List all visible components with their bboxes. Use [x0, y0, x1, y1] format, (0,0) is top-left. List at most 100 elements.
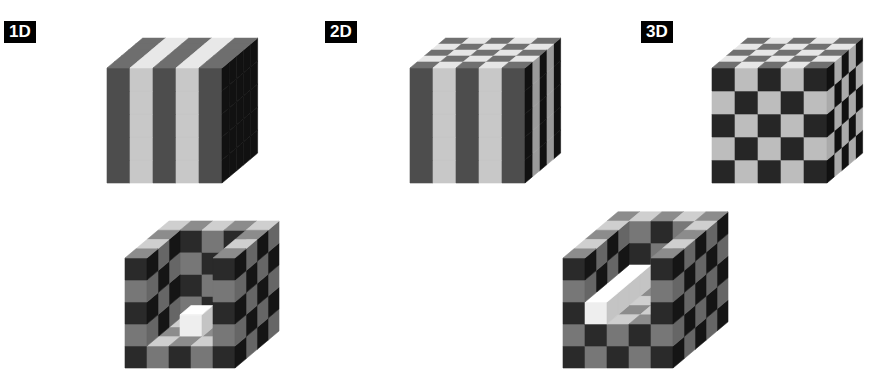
voxel-face	[758, 68, 781, 91]
voxel-face	[735, 160, 758, 183]
voxel-face	[509, 56, 539, 62]
voxel-face	[107, 91, 130, 114]
dimension-tag: 3D	[641, 21, 673, 43]
voxel-face	[585, 230, 618, 239]
voxel-face	[202, 230, 224, 252]
voxel-face	[456, 114, 479, 137]
voxel-face	[629, 324, 651, 346]
voxel-face	[125, 302, 147, 324]
voxel-face	[629, 221, 651, 243]
voxel-face	[651, 302, 673, 324]
voxel-face	[735, 68, 758, 91]
voxel-face	[563, 249, 596, 258]
voxel-face	[153, 68, 176, 91]
voxel-face	[433, 114, 456, 137]
voxel-face	[758, 137, 781, 160]
voxel-face	[199, 114, 222, 137]
voxel-face	[735, 91, 758, 114]
voxel-face	[213, 302, 235, 324]
voxel-face	[107, 137, 130, 160]
voxel-face	[712, 68, 735, 91]
voxel-face	[651, 346, 673, 368]
voxel-face	[479, 137, 502, 160]
voxel-face	[199, 91, 222, 114]
voxel-face	[107, 160, 130, 183]
voxel-face	[180, 315, 202, 337]
voxel-face	[629, 243, 651, 265]
voxel-face	[825, 44, 855, 50]
voxel-face	[804, 68, 827, 91]
voxel-face	[502, 160, 525, 183]
voxel-face	[735, 137, 758, 160]
voxel-face	[804, 91, 827, 114]
voxel-face	[596, 221, 629, 230]
voxel-face	[804, 114, 827, 137]
voxel-face	[781, 114, 804, 137]
voxel-face	[531, 38, 561, 44]
voxel-face	[479, 68, 502, 91]
dimension-tag: 2D	[325, 21, 357, 43]
voxel-face	[804, 62, 834, 68]
voxel-face	[804, 160, 827, 183]
voxel-face	[180, 306, 213, 315]
voxel-face	[673, 230, 706, 239]
voxel-face	[735, 114, 758, 137]
voxel-face	[130, 114, 153, 137]
voxel-face	[199, 68, 222, 91]
voxel-face	[629, 346, 651, 368]
voxel-face	[136, 240, 169, 249]
voxel-face	[563, 324, 585, 346]
voxel-face	[410, 91, 433, 114]
voxel-face	[456, 91, 479, 114]
voxel-face	[712, 160, 735, 183]
voxel-face	[433, 160, 456, 183]
voxel-face	[147, 346, 169, 368]
voxel-face	[651, 280, 673, 302]
voxel-face	[758, 114, 781, 137]
voxel-face	[153, 91, 176, 114]
voxel-face	[153, 137, 176, 160]
voxel-face	[695, 212, 728, 221]
voxel-face	[479, 91, 502, 114]
dimension-label: 1D	[9, 22, 31, 41]
voxel-face	[125, 249, 158, 258]
voxel-face	[213, 324, 235, 346]
voxel-face	[781, 160, 804, 183]
voxel-face	[433, 91, 456, 114]
voxel-face	[125, 258, 147, 280]
voxel-face	[523, 44, 553, 50]
voxel-face	[410, 137, 433, 160]
voxel-face	[502, 68, 525, 91]
voxel-face	[574, 240, 607, 249]
voxel-face	[199, 62, 229, 68]
voxel-face	[246, 221, 279, 230]
voxel-face	[456, 68, 479, 91]
voxel-face	[651, 221, 673, 243]
dimension-label: 2D	[330, 22, 352, 41]
voxel-face	[818, 50, 848, 56]
voxel-face	[130, 137, 153, 160]
voxel-face	[176, 114, 199, 137]
voxel-face	[169, 346, 191, 368]
voxel-face	[712, 91, 735, 114]
voxel-face	[206, 56, 236, 62]
voxel-face	[607, 346, 629, 368]
voxel-face	[456, 137, 479, 160]
voxel-face	[213, 346, 235, 368]
voxel-face	[410, 160, 433, 183]
voxel-face	[410, 68, 433, 91]
voxel-face	[684, 221, 717, 230]
voxel-face	[607, 324, 629, 346]
voxel-face	[804, 137, 827, 160]
voxel-face	[651, 324, 673, 346]
voxel-face	[479, 160, 502, 183]
voxel-face	[585, 324, 607, 346]
voxel-face	[502, 91, 525, 114]
voxel-face	[563, 280, 585, 302]
voxel-face	[176, 160, 199, 183]
voxel-face	[479, 114, 502, 137]
voxel-face	[213, 258, 235, 280]
voxel-face	[153, 160, 176, 183]
voxel-face	[456, 160, 479, 183]
